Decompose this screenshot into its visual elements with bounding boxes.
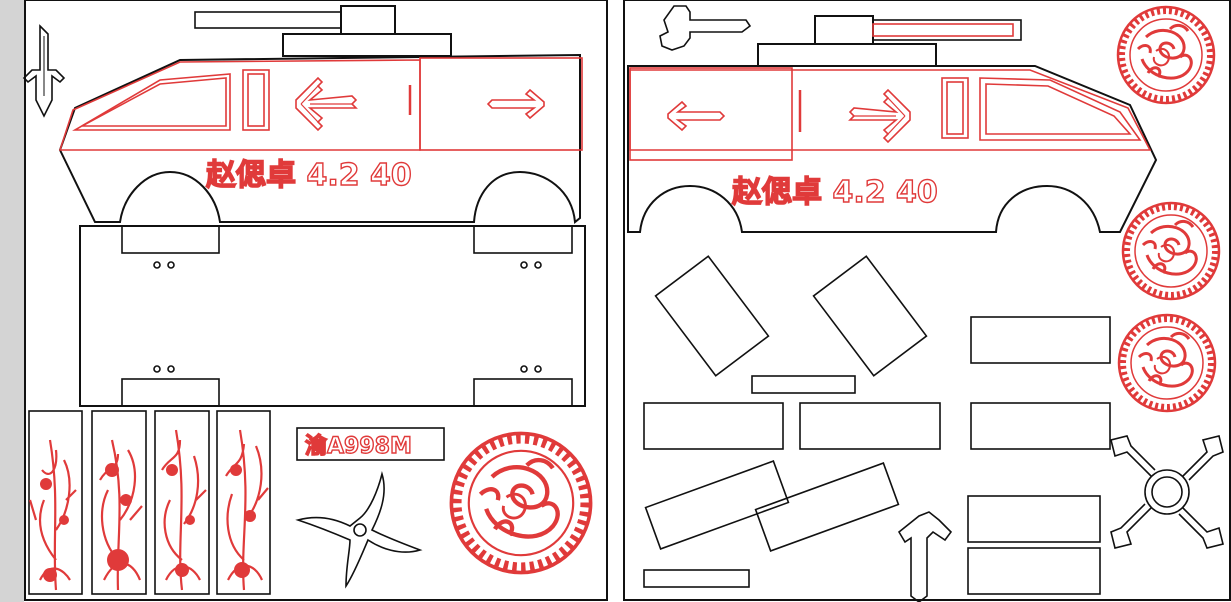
left-sheet-border xyxy=(24,0,608,601)
dragon-medallion-icon xyxy=(451,433,590,572)
pickaxe-icon xyxy=(897,511,953,602)
sword-icon xyxy=(22,24,66,118)
vehicle-body-left: 赵偲卓 4.2 40 xyxy=(58,5,583,224)
chassis-plate xyxy=(79,225,586,407)
license-plate: 渝A998M xyxy=(296,427,445,461)
cut-rectangles xyxy=(643,255,1111,595)
left-margin-strip xyxy=(0,0,24,602)
key-icon xyxy=(659,5,752,51)
plate-text: 渝A998M xyxy=(305,433,412,459)
left-sheet: 赵偲卓 4.2 40 xyxy=(22,0,608,601)
vehicle-label-left: 赵偲卓 4.2 40 xyxy=(206,158,412,193)
cross-arrows-icon xyxy=(1110,435,1224,549)
vehicle-body-right: 赵偲卓 4.2 40 xyxy=(627,15,1158,233)
dragon-medallion-icon xyxy=(1118,7,1219,411)
vehicle-label-right: 赵偲卓 4.2 40 xyxy=(732,175,938,210)
plant-panel-icon xyxy=(28,410,271,595)
right-sheet-border xyxy=(623,0,1231,601)
right-sheet: 赵偲卓 4.2 40 xyxy=(623,0,1231,602)
shuriken-icon xyxy=(295,470,423,589)
